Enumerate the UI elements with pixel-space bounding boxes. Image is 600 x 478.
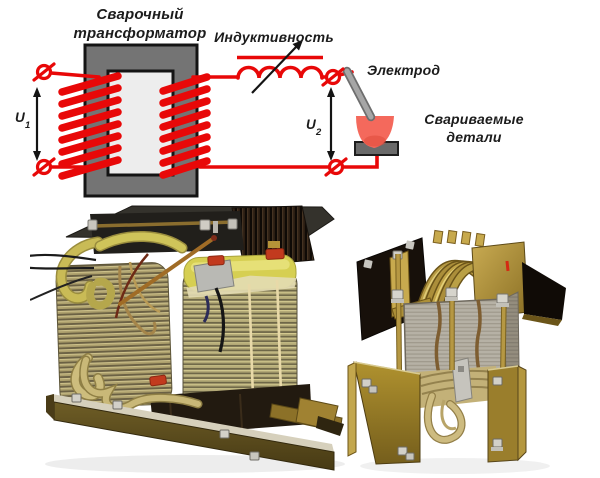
primary-winding [58,72,122,180]
electrode-rod [342,66,376,122]
primary-voltage-label: U1 [15,110,31,131]
u1-arrow [33,87,41,161]
clamp-strip [451,357,473,403]
weld-seams [434,299,482,379]
terminal-primary-top [32,62,56,82]
clamp-bolts [87,211,244,254]
terminal-secondary-bottom [324,157,348,177]
lead-wires [30,231,188,336]
inductance-label: Индуктивность [214,29,334,45]
transformer-title-label: Сварочный трансформатор [73,6,207,42]
variable-arrow [251,46,297,94]
terminal-secondary-top [321,67,345,87]
copper-tube [118,235,217,306]
ground-shadow [45,455,345,473]
u2-arrow [327,87,335,161]
photo-choke-inductor [347,229,566,474]
left-foot [347,361,421,465]
right-foot [487,365,527,463]
electrode-label: Электрод [367,62,441,78]
welding-circuit-schematic [32,40,399,198]
weld-pool [356,116,394,148]
photo-welding-transformer [30,205,345,473]
shadow-wedge [522,262,566,326]
red-paint-mark [505,260,510,272]
wire-loop [423,392,466,444]
clamp-tabs [432,229,486,248]
terminal-primary-bottom [32,157,56,177]
secondary-voltage-label: U2 [306,117,322,138]
mounting-rails [46,393,344,471]
laminated-core [403,291,520,383]
workpieces-label: Свариваемые детали [424,111,524,145]
inductor-symbol [236,40,324,94]
secondary-winding [159,73,211,179]
